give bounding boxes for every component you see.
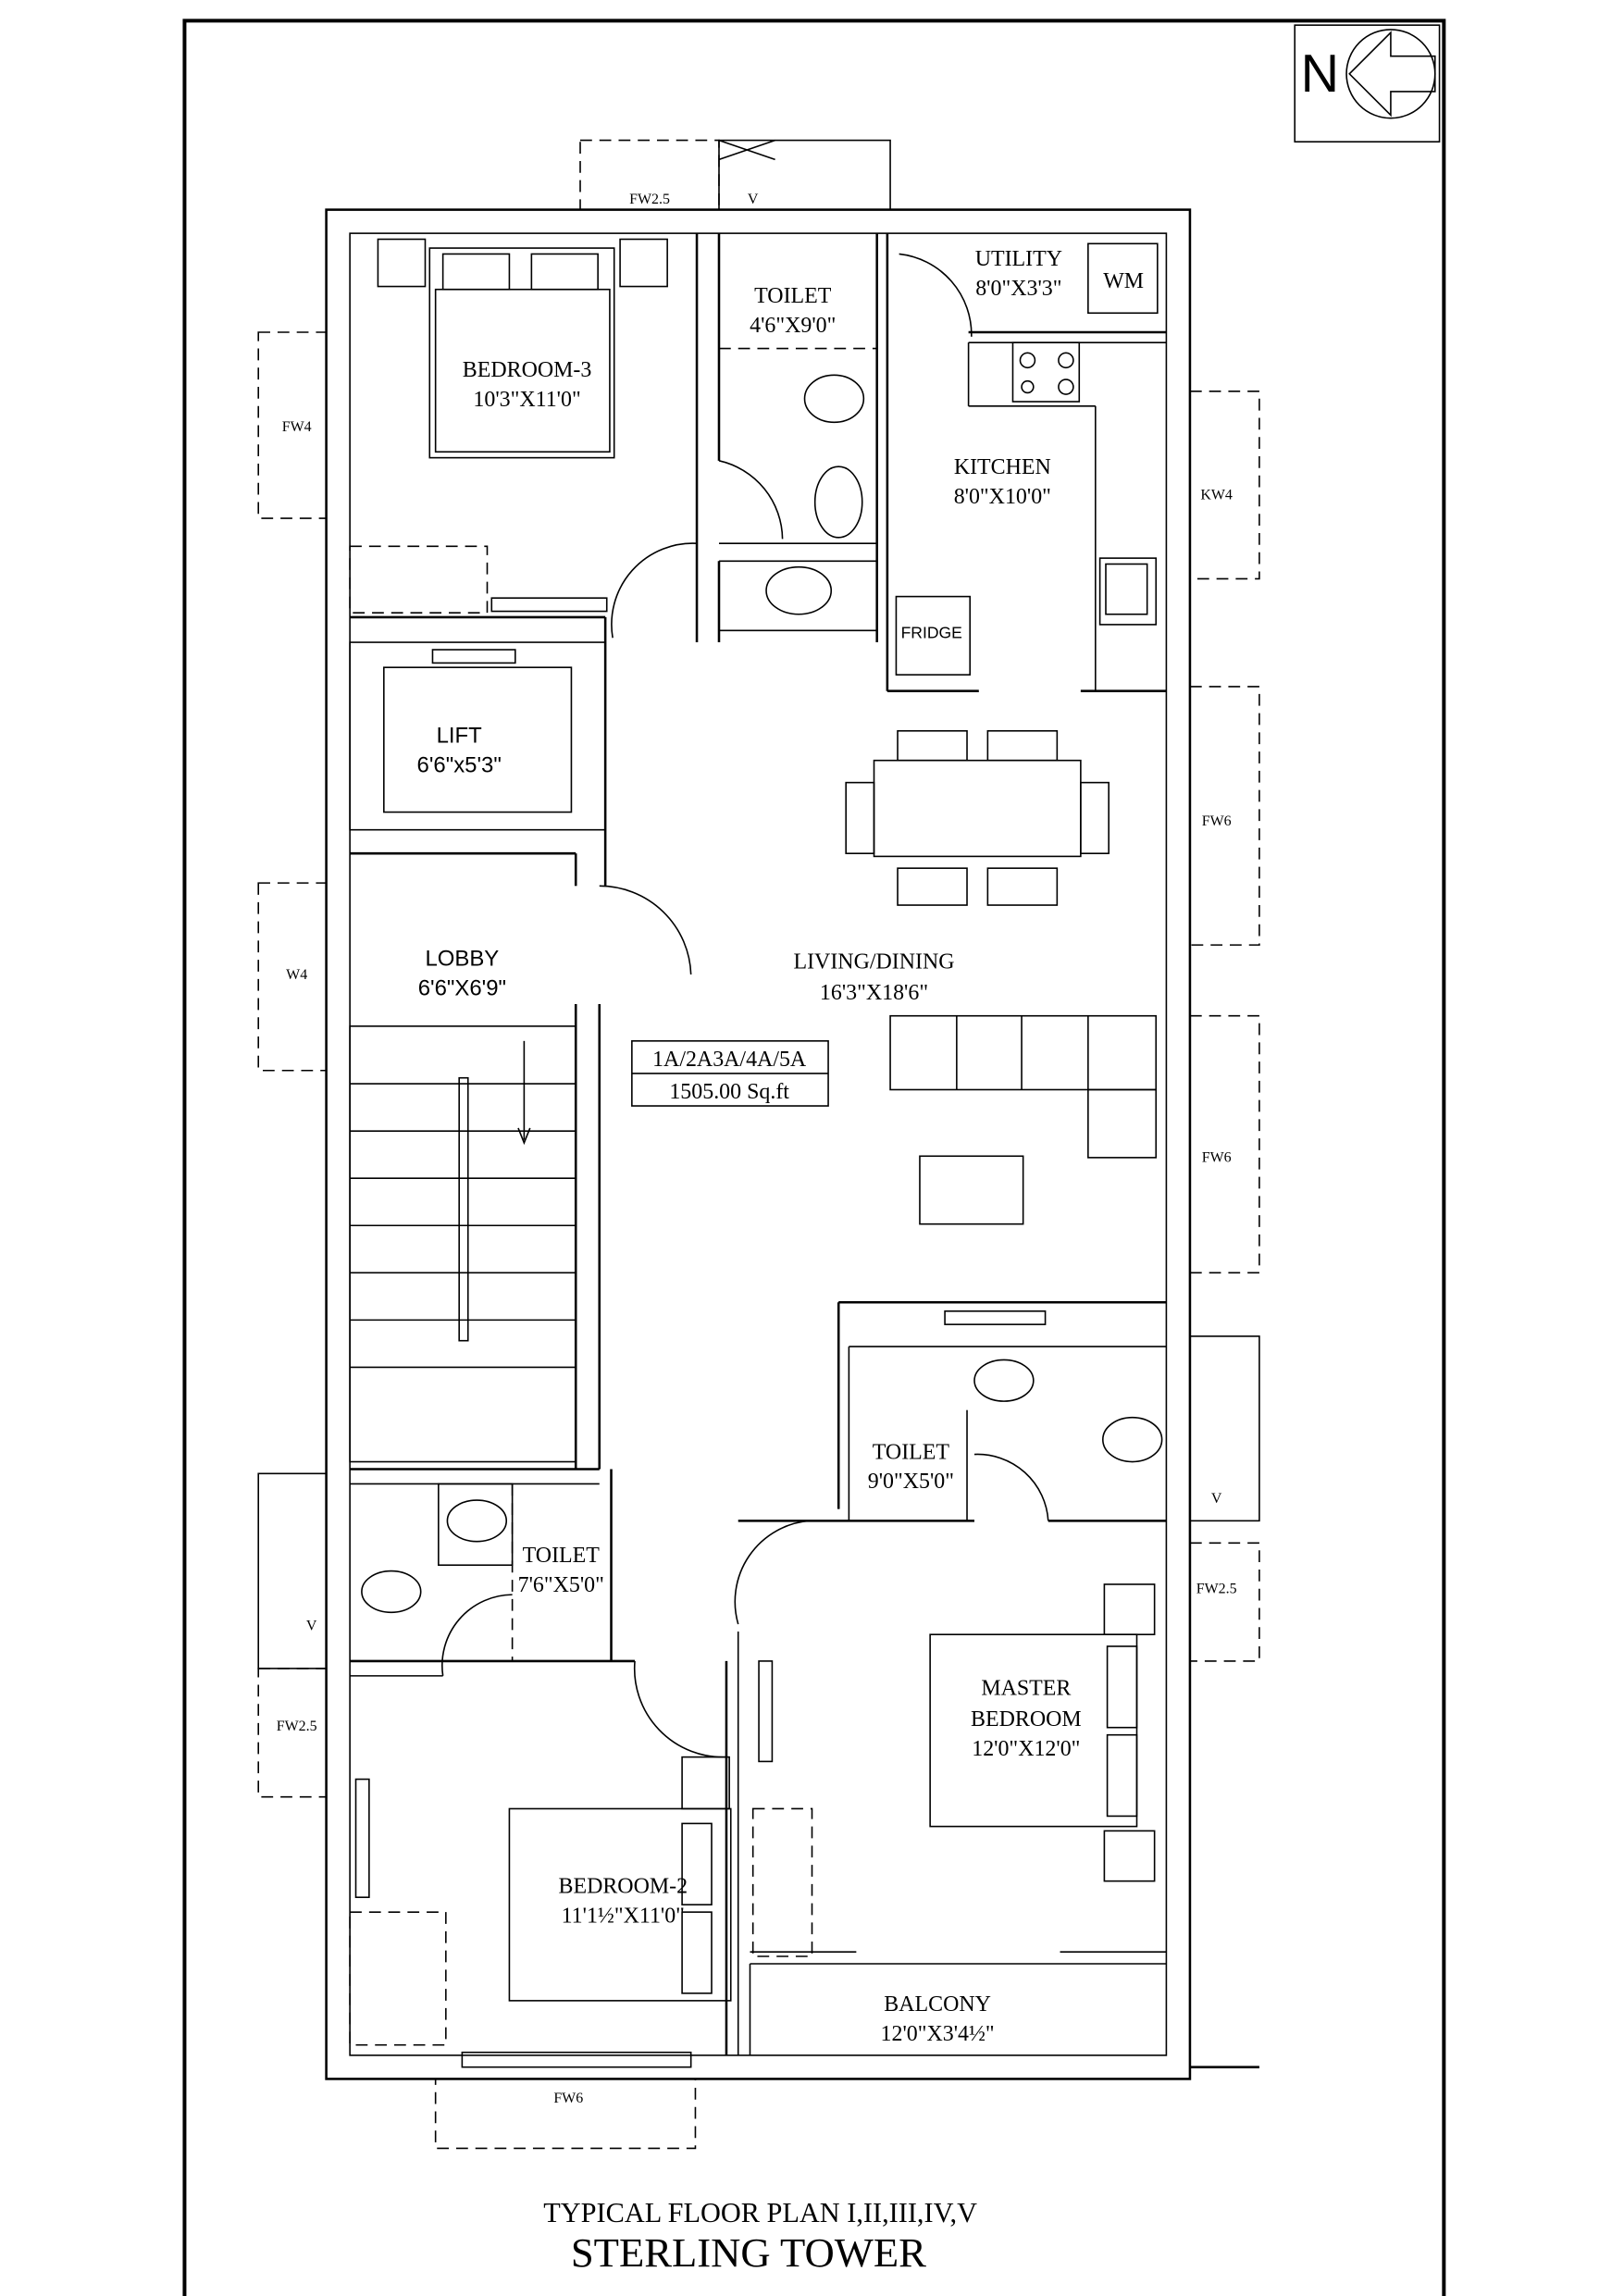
- balcony-name: BALCONY: [884, 1992, 991, 2017]
- north-label: N: [1301, 44, 1339, 104]
- balcony-size: 12'0"X3'4½": [881, 2022, 995, 2046]
- stove-icon: [1011, 341, 1081, 403]
- toilet-bed2-size: 7'6"X5'0": [518, 1573, 604, 1597]
- window-label: FW6: [553, 2091, 583, 2106]
- unit-numbers: 1A/2A3A/4A/5A: [652, 1048, 807, 1072]
- plan-title: STERLING TOWER: [571, 2229, 926, 2276]
- staircase: [349, 1025, 577, 1463]
- fridge-label: FRIDGE: [901, 623, 962, 641]
- walls: [325, 208, 1259, 2080]
- furniture: [349, 238, 1163, 2068]
- kitchen-name: KITCHEN: [954, 455, 1051, 479]
- lobby-name: LOBBY: [425, 946, 499, 971]
- window-label: FW2.5: [1196, 1582, 1237, 1597]
- dining-table-icon: [845, 729, 1110, 906]
- toilet-master-name: TOILET: [873, 1440, 950, 1464]
- north-compass: N: [1294, 24, 1441, 143]
- lobby-size: 6'6"X6'9": [418, 975, 506, 1000]
- bedroom2-size: 11'1½"X11'0": [562, 1904, 685, 1928]
- toilet-top-name: TOILET: [754, 284, 832, 308]
- bed-icon: [929, 1633, 1138, 1828]
- bed-icon: [428, 247, 615, 459]
- doors: [441, 253, 1049, 1758]
- utility-name: UTILITY: [975, 247, 1062, 271]
- unit-area: 1505.00 Sq.ft: [669, 1080, 789, 1104]
- toilet-master-size: 9'0"X5'0": [868, 1470, 954, 1494]
- north-arrow-icon: [1345, 29, 1436, 119]
- master-size: 12'0"X12'0": [972, 1737, 1080, 1761]
- lift-size: 6'6"x5'3": [417, 752, 502, 777]
- unit-info-box: 1A/2A3A/4A/5A 1505.00 Sq.ft: [631, 1040, 829, 1107]
- lift-name: LIFT: [437, 724, 483, 749]
- kitchen-size: 8'0"X10'0": [954, 485, 1051, 509]
- window-label: V: [748, 192, 759, 207]
- master-name-2: BEDROOM: [971, 1707, 1082, 1731]
- living-size: 16'3"X18'6": [820, 981, 928, 1005]
- bedroom3-size: 10'3"X11'0": [473, 388, 580, 412]
- plan-subtitle: TYPICAL FLOOR PLAN I,II,III,IV,V: [543, 2197, 977, 2228]
- window-labels: FW2.5 V FW4 KW4 FW6 W4 FW6 V FW2.5 V FW2…: [277, 192, 1237, 2106]
- window-label: FW4: [282, 419, 312, 435]
- bed-icon: [508, 1807, 732, 2002]
- utility-size: 8'0"X3'3": [975, 277, 1061, 301]
- window-label: FW2.5: [277, 1719, 317, 1734]
- toilet-bed2-name: TOILET: [523, 1544, 601, 1568]
- sofa-icon: [889, 1014, 1158, 1159]
- washing-machine-label: WM: [1103, 269, 1144, 293]
- window-label: V: [306, 1618, 317, 1633]
- window-markers: [257, 139, 1260, 2150]
- window-label: W4: [286, 967, 307, 983]
- bedroom2-name: BEDROOM-2: [559, 1874, 688, 1898]
- master-name-1: MASTER: [981, 1677, 1071, 1701]
- toilet-icon: [803, 374, 865, 424]
- window-label: FW2.5: [629, 192, 670, 207]
- toilet-top-size: 4'6"X9'0": [750, 314, 836, 338]
- window-label: KW4: [1200, 487, 1233, 503]
- window-label: FW6: [1202, 1150, 1232, 1166]
- sink-icon: [1098, 557, 1158, 626]
- room-labels: BEDROOM-3 10'3"X11'0" TOILET 4'6"X9'0" U…: [417, 247, 1145, 2046]
- living-name: LIVING/DINING: [793, 950, 954, 974]
- sheet-border: [182, 19, 1446, 2296]
- window-label: FW6: [1202, 813, 1232, 829]
- window-label: V: [1211, 1491, 1222, 1507]
- bedroom3-name: BEDROOM-3: [463, 358, 592, 382]
